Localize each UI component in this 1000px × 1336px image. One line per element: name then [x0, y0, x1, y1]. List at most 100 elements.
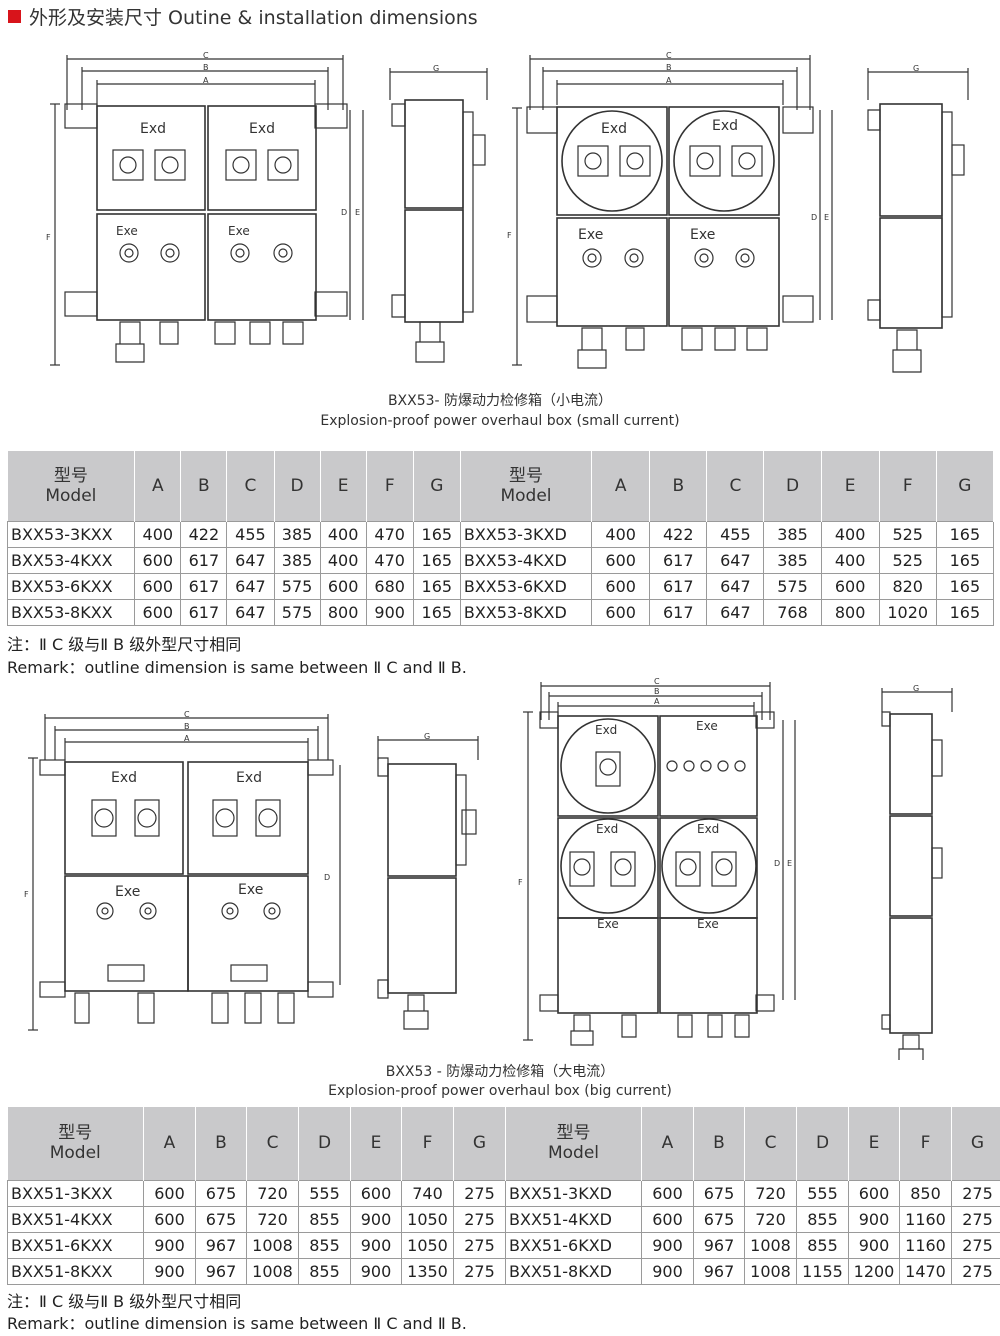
svg-text:Exd: Exd [596, 822, 618, 836]
col-e-header: E [848, 1107, 900, 1180]
col-a-header: A [134, 451, 182, 521]
model-cell: BXX51-3KXD [505, 1179, 642, 1207]
dimension-cell: 385 [273, 546, 321, 574]
dimension-cell: 617 [649, 546, 708, 574]
svg-text:F: F [518, 878, 523, 887]
dimension-cell: 555 [298, 1179, 351, 1207]
model-cell: BXX53-8KXX [6, 598, 136, 626]
big-current-caption-en: Explosion-proof power overhaul box (big … [328, 1083, 672, 1099]
dimension-cell: 422 [649, 520, 708, 548]
svg-text:E: E [787, 859, 792, 868]
col-g-header: G [951, 1107, 1000, 1180]
dimension-cell: 720 [246, 1205, 299, 1233]
small-side-view-1: G [389, 64, 488, 363]
dimension-cell: 165 [412, 598, 461, 626]
dimension-cell: 617 [180, 546, 228, 574]
svg-text:Exd: Exd [595, 723, 617, 737]
dimension-cell: 1470 [899, 1257, 952, 1285]
dimension-cell: 275 [453, 1231, 506, 1259]
dimension-cell: 400 [319, 520, 367, 548]
model-cell: BXX53-3KXX [6, 520, 136, 548]
model-cell: BXX53-4KXD [459, 546, 593, 574]
svg-text:D: D [811, 213, 817, 222]
col-d-header: D [274, 451, 321, 521]
svg-text:B: B [184, 722, 190, 731]
col-e-header: E [350, 1107, 402, 1180]
dimension-cell: 1155 [796, 1257, 849, 1285]
col-a-header: A [143, 1107, 196, 1180]
svg-text:G: G [433, 64, 439, 73]
dimension-cell: 967 [195, 1231, 247, 1259]
dimension-cell: 600 [319, 572, 367, 600]
dimension-cell: 900 [350, 1205, 402, 1233]
svg-text:D: D [324, 873, 330, 882]
dimension-cell: 720 [744, 1179, 797, 1207]
dimension-cell: 720 [246, 1179, 299, 1207]
svg-text:Exe: Exe [690, 227, 715, 243]
svg-text:D: D [341, 208, 347, 217]
dimension-cell: 600 [134, 598, 182, 626]
dimension-cell: 400 [319, 546, 367, 574]
dimension-cell: 600 [820, 572, 880, 600]
svg-text:C: C [203, 51, 209, 60]
big-front-view-2: Exd Exe Exd Exd Exe Exe C B A F D E [518, 677, 796, 1046]
dimension-cell: 275 [951, 1179, 1000, 1207]
dimension-cell: 422 [180, 520, 228, 548]
svg-text:A: A [184, 734, 190, 743]
dimension-cell: 900 [350, 1257, 402, 1285]
dimension-cell: 470 [365, 546, 414, 574]
dimension-cell: 900 [848, 1205, 900, 1233]
svg-text:B: B [654, 687, 660, 696]
col-b-header: B [693, 1107, 745, 1180]
dimension-cell: 600 [134, 572, 182, 600]
dimension-cell: 165 [935, 598, 995, 626]
dimension-cell: 900 [350, 1231, 402, 1259]
svg-text:D: D [774, 859, 780, 868]
svg-text:Exe: Exe [228, 224, 250, 238]
dimension-cell: 600 [143, 1205, 196, 1233]
col-c-header: C [246, 1107, 299, 1180]
dimension-cell: 600 [641, 1205, 694, 1233]
dimension-cell: 165 [935, 572, 995, 600]
dimension-cell: 400 [820, 520, 880, 548]
big-side-view-2: G [881, 684, 953, 1060]
dimension-cell: 600 [591, 546, 651, 574]
dimension-cell: 275 [453, 1179, 506, 1207]
svg-text:B: B [666, 63, 672, 72]
model-cell: BXX53-3KXD [459, 520, 593, 548]
svg-text:Exd: Exd [249, 121, 275, 137]
svg-text:Exd: Exd [111, 770, 137, 786]
dimension-cell: 850 [899, 1179, 952, 1207]
dimension-cell: 600 [134, 546, 182, 574]
svg-text:A: A [654, 697, 660, 706]
dimension-cell: 600 [591, 598, 651, 626]
col-f-header: F [899, 1107, 952, 1180]
dimension-cell: 680 [365, 572, 414, 600]
svg-text:A: A [666, 76, 672, 85]
dimension-cell: 470 [365, 520, 414, 548]
dimension-cell: 820 [878, 572, 937, 600]
dimension-cell: 525 [878, 520, 937, 548]
dimension-cell: 165 [935, 546, 995, 574]
svg-text:G: G [424, 732, 430, 741]
dimension-cell: 275 [453, 1205, 506, 1233]
dimension-cell: 165 [412, 546, 461, 574]
col-d-header: D [298, 1107, 351, 1180]
small-front-view-2: Exd Exd Exe Exe C B A F D E [507, 51, 833, 369]
svg-text:C: C [654, 677, 660, 686]
dimension-cell: 165 [412, 520, 461, 548]
svg-text:Exe: Exe [696, 719, 718, 733]
big-front-view-1: Exd Exd Exe Exe C B A F D [24, 710, 341, 1031]
dimension-cell: 525 [878, 546, 937, 574]
